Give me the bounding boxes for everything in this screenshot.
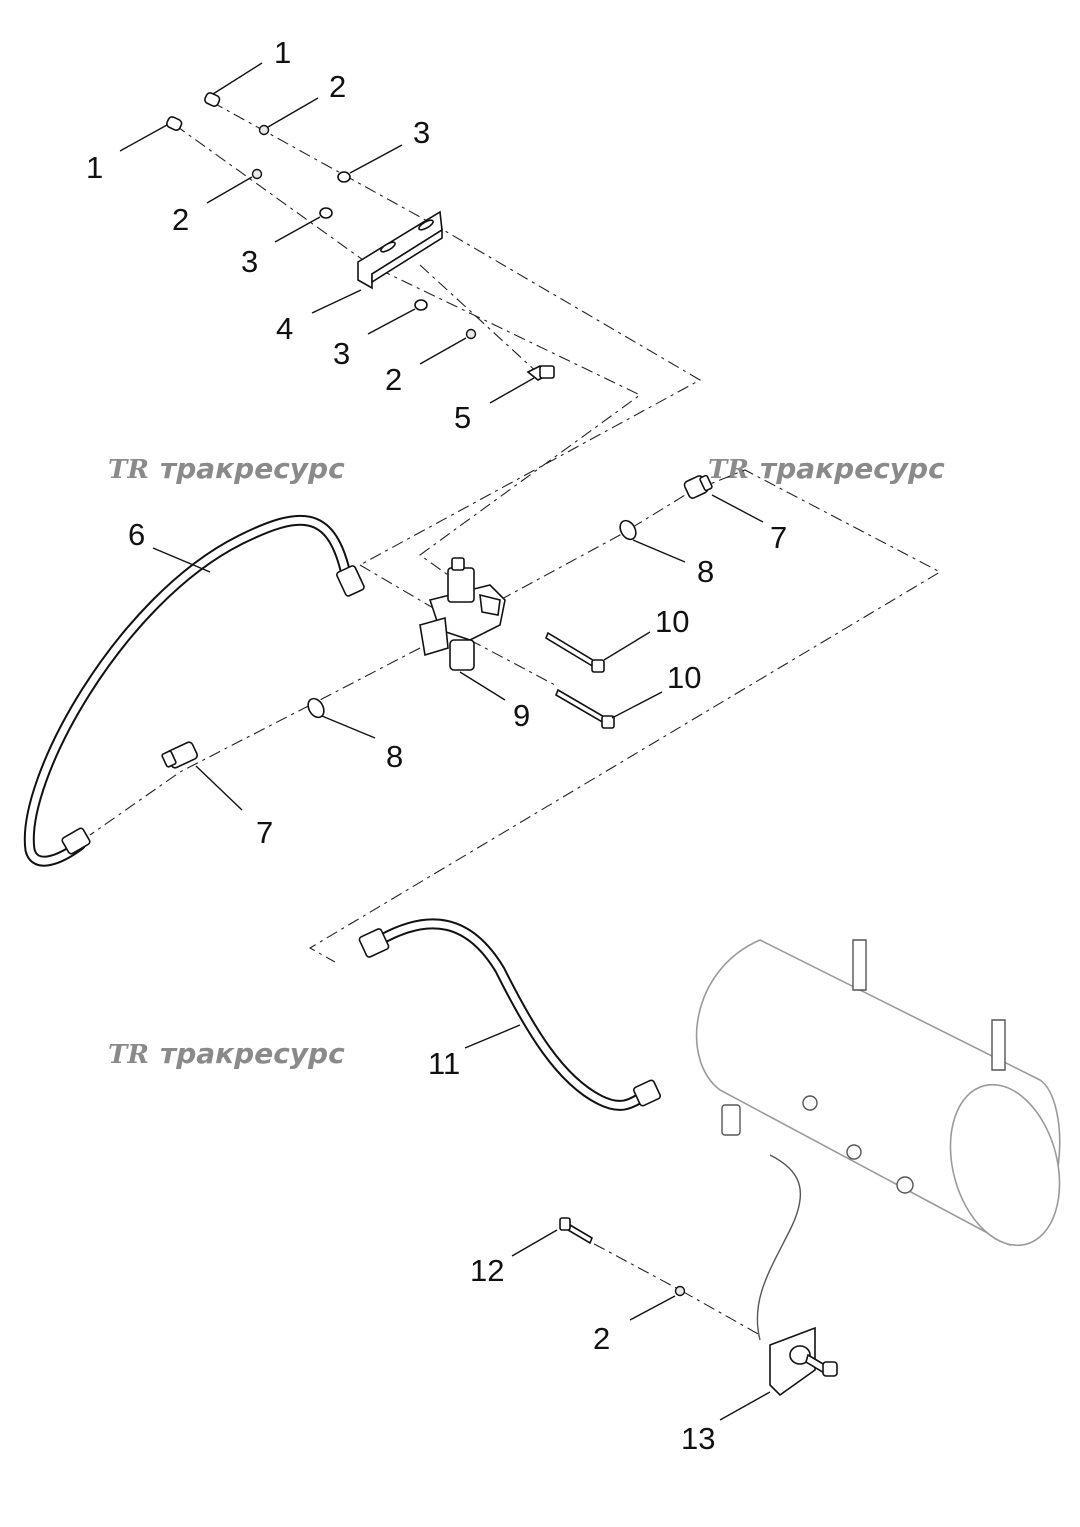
assembly-line-hose6 bbox=[89, 647, 421, 836]
callout-10: 10 bbox=[655, 604, 689, 639]
flat-washer-3-lower bbox=[319, 207, 333, 219]
callout-numbers: 1 1 2 2 2 2 3 3 3 4 5 6 7 7 8 8 9 10 10 … bbox=[86, 35, 787, 1456]
pressure-valve-9 bbox=[419, 557, 506, 671]
watermark-top-left: TR тракресурс bbox=[108, 452, 345, 485]
callout-6: 6 bbox=[128, 517, 145, 552]
lock-washer-2-upper bbox=[258, 124, 270, 136]
callout-12: 12 bbox=[470, 1253, 504, 1288]
callout-3: 3 bbox=[333, 336, 350, 371]
callout-8: 8 bbox=[697, 554, 714, 589]
lock-washer-2-lower-bracket bbox=[674, 1285, 686, 1297]
callout-10: 10 bbox=[667, 660, 701, 695]
callout-1: 1 bbox=[86, 150, 103, 185]
callout-2: 2 bbox=[329, 69, 346, 104]
mounting-bracket-4 bbox=[357, 210, 443, 290]
callout-8: 8 bbox=[386, 739, 403, 774]
callout-2: 2 bbox=[593, 1321, 610, 1356]
watermark-text: тракресурс bbox=[160, 1037, 345, 1070]
drain-bracket-13 bbox=[769, 1326, 838, 1397]
callout-3: 3 bbox=[413, 115, 430, 150]
assembly-line-upper-a bbox=[211, 101, 702, 566]
assembly-line-bracket13 bbox=[571, 1231, 761, 1336]
callout-11: 11 bbox=[428, 1046, 460, 1081]
assembly-line-valve-left bbox=[359, 564, 441, 613]
lock-washer-2-lower bbox=[251, 168, 263, 180]
callout-4: 4 bbox=[276, 311, 293, 346]
bolt-5 bbox=[526, 365, 555, 381]
assembly-lines bbox=[89, 101, 942, 1336]
callout-3: 3 bbox=[241, 244, 258, 279]
callout-9: 9 bbox=[513, 698, 530, 733]
watermark-middle-left: TR тракресурс bbox=[108, 1037, 345, 1070]
callout-13: 13 bbox=[681, 1421, 715, 1456]
watermark-logo: TR bbox=[108, 1040, 149, 1070]
assembly-line-upper-b bbox=[174, 124, 642, 581]
bolt-10-lower bbox=[555, 688, 615, 729]
bolt-10-upper bbox=[545, 631, 605, 673]
callout-2: 2 bbox=[172, 202, 189, 237]
cap-nut-1-upper bbox=[204, 92, 221, 107]
callout-7: 7 bbox=[770, 520, 787, 555]
air-tank bbox=[695, 939, 1061, 1341]
callout-1: 1 bbox=[274, 35, 291, 70]
callout-7: 7 bbox=[256, 815, 273, 850]
lock-washer-2-bottom bbox=[465, 328, 477, 340]
hose-6 bbox=[23, 514, 365, 867]
flat-washer-3-upper bbox=[337, 171, 351, 183]
cap-nut-1-lower bbox=[166, 116, 183, 131]
assembly-line-right-loop bbox=[308, 469, 942, 963]
watermark-text: тракресурс bbox=[760, 452, 945, 485]
bolt-12 bbox=[559, 1217, 593, 1245]
watermark-logo: TR bbox=[708, 455, 749, 485]
o-ring-8-lower bbox=[307, 697, 325, 719]
flat-washer-3-bottom bbox=[414, 299, 428, 311]
hose-11 bbox=[358, 918, 662, 1111]
watermark-text: тракресурс bbox=[160, 452, 345, 485]
leader-lines bbox=[119, 62, 771, 1421]
watermark-top-right: TR тракресурс bbox=[708, 452, 945, 485]
callout-2: 2 bbox=[385, 362, 402, 397]
fitting-7-upper bbox=[683, 474, 713, 499]
assembly-line-bolt10 bbox=[469, 639, 556, 686]
assembly-line-bolt5 bbox=[419, 264, 541, 376]
callout-5: 5 bbox=[454, 400, 471, 435]
fitting-7-lower bbox=[161, 741, 198, 769]
watermark-logo: TR bbox=[108, 455, 149, 485]
o-ring-8-upper bbox=[619, 519, 637, 541]
